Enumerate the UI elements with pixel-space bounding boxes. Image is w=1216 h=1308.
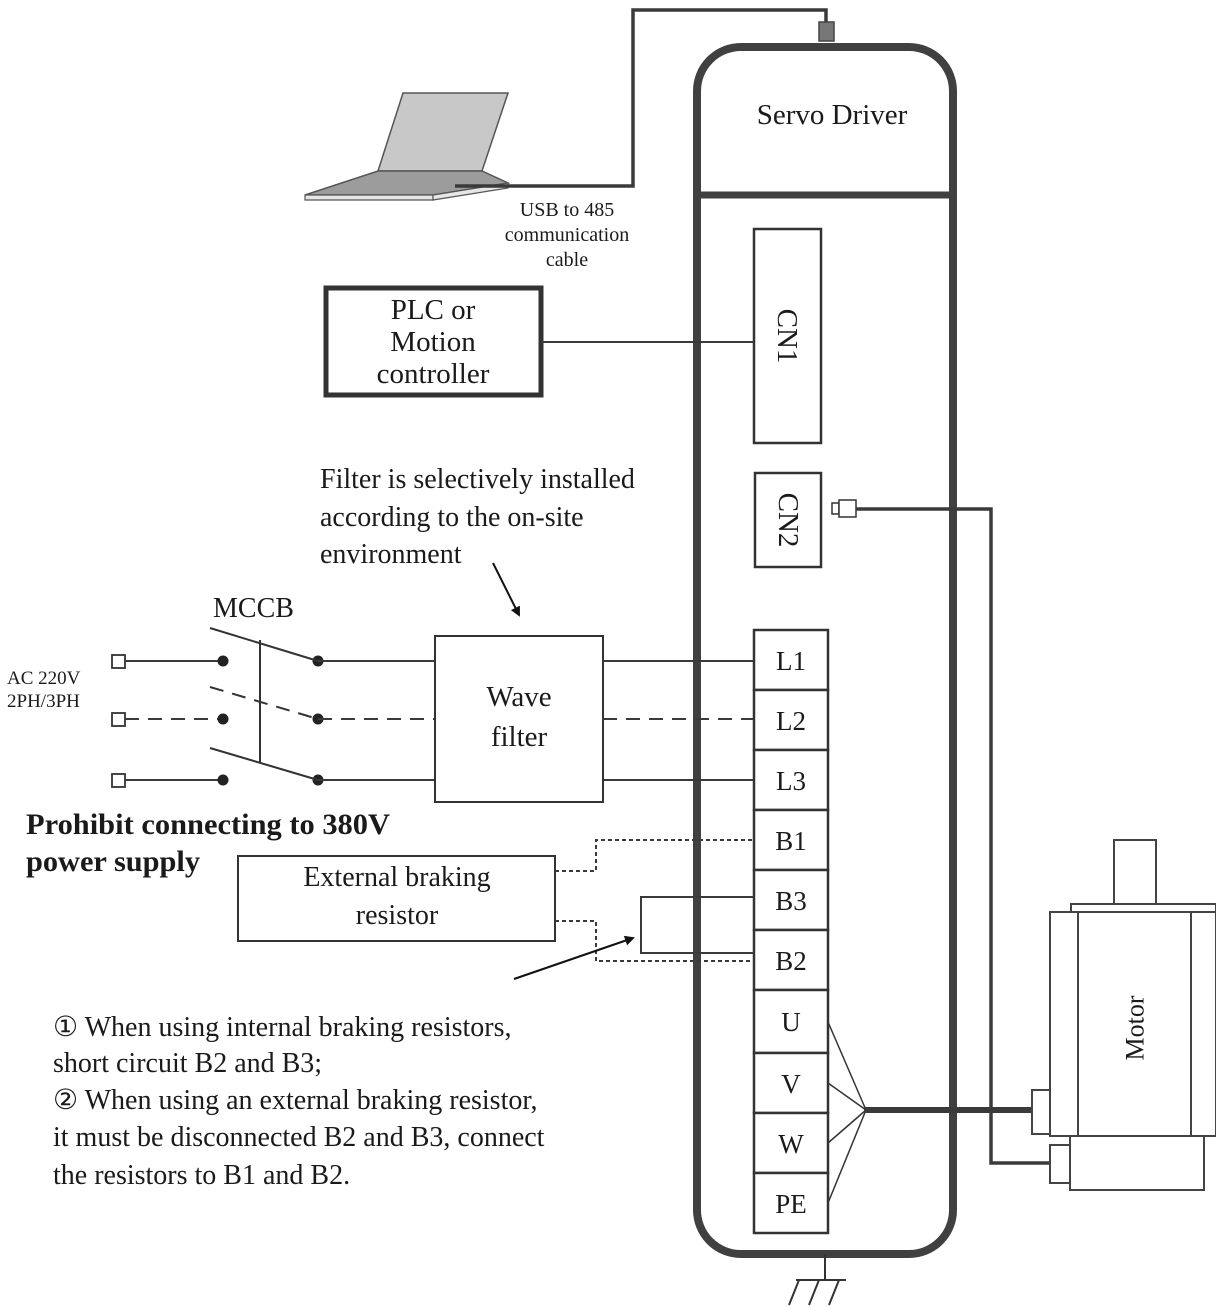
mccb-label: MCCB [213, 593, 294, 624]
terminal-b1 [752, 808, 830, 872]
b2-b3-short-link [640, 896, 754, 954]
ac-terminal-1 [111, 654, 126, 669]
note-line-5: the resistors to B1 and B2. [53, 1160, 350, 1191]
filter-note-3: environment [320, 539, 462, 570]
terminal-u [752, 988, 830, 1055]
terminal-w-label: W [778, 1129, 804, 1159]
brake-resistor-label-1: External braking [303, 862, 490, 893]
note-line-2: short circuit B2 and B3; [53, 1048, 322, 1079]
usb-connector [818, 21, 835, 42]
servo-driver-title: Servo Driver [757, 99, 908, 131]
ac-terminal-2 [111, 712, 126, 727]
plc-label-1: PLC or [391, 294, 476, 326]
warning-line-2: power supply [26, 845, 200, 878]
cn2-label: CN2 [772, 493, 804, 548]
usb-cable [455, 8, 828, 188]
external-brake-resistor-box [237, 855, 556, 942]
usb-cable-label-1: USB to 485 [520, 199, 614, 221]
terminal-l3-label: L3 [776, 766, 806, 796]
terminal-v [752, 1051, 830, 1115]
terminal-v-label: V [781, 1069, 801, 1099]
motor-label: Motor [1121, 995, 1150, 1060]
encoder-cable [856, 507, 1050, 1165]
usb-cable-label-3: cable [546, 249, 588, 271]
filter-arrow [492, 562, 520, 617]
short-link-arrow [513, 935, 635, 980]
terminal-l2-label: L2 [776, 706, 806, 736]
filter-note-2: according to the on-site [320, 502, 584, 533]
terminal-u-label: U [781, 1007, 801, 1037]
plc-box [323, 285, 544, 398]
wave-filter-label-1: Wave [486, 681, 551, 713]
terminal-l1 [752, 628, 830, 692]
motor-icon [1031, 839, 1216, 1191]
wave-filter-box [434, 635, 604, 803]
usb-cable-label-2: communication [505, 224, 629, 246]
terminal-pe [752, 1171, 830, 1235]
terminal-l3 [752, 748, 830, 812]
wave-filter-label-2: filter [491, 721, 548, 753]
motor-power-cable [827, 1021, 1032, 1204]
terminal-block: L1 L2 L3 B1 B3 B2 U V W PE [752, 628, 830, 1235]
warning-line-1: Prohibit connecting to 380V [26, 808, 390, 841]
brake-resistor-label-2: resistor [356, 900, 439, 931]
encoder-plug [831, 502, 840, 515]
terminal-l1-label: L1 [776, 646, 806, 676]
mccb-switch [209, 627, 324, 786]
terminal-w [752, 1111, 830, 1175]
cn2-connector [753, 471, 823, 569]
terminal-b1-label: B1 [775, 826, 807, 856]
terminal-b2-label: B2 [775, 946, 807, 976]
ground-icon [788, 1254, 846, 1306]
cn1-connector [752, 227, 823, 445]
terminal-b3-label: B3 [775, 886, 807, 916]
note-line-3: ② When using an external braking resisto… [53, 1085, 538, 1116]
plc-label-2: Motion [390, 326, 476, 358]
terminal-pe-label: PE [775, 1189, 807, 1219]
ac-supply-label-2: 2PH/3PH [7, 691, 80, 712]
terminal-b2 [752, 928, 830, 992]
encoder-plug-body [838, 499, 857, 518]
cn1-label: CN1 [771, 309, 803, 364]
note-line-4: it must be disconnected B2 and B3, conne… [53, 1122, 545, 1153]
ac-supply-label-1: AC 220V [7, 668, 81, 689]
plc-label-3: controller [377, 358, 490, 390]
laptop-icon [304, 92, 511, 201]
filter-note-1: Filter is selectively installed [320, 464, 635, 495]
note-line-1: ① When using internal braking resistors, [53, 1012, 512, 1043]
resistor-b1-wire [555, 839, 754, 872]
ac-terminal-3 [111, 773, 126, 788]
